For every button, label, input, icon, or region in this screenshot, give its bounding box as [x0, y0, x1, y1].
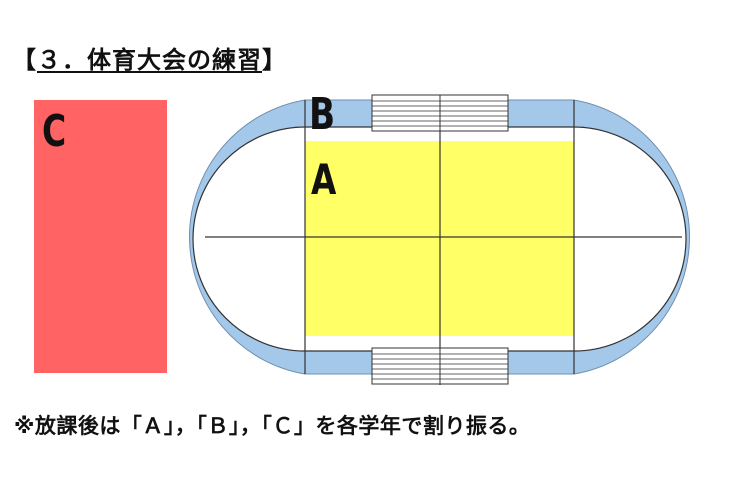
zone-a-label: A	[311, 155, 336, 204]
footer-note: ※放課後は「Ａ」，「Ｂ」，「Ｃ」を各学年で割り振る。	[14, 414, 531, 438]
zone-c-area: C	[34, 100, 167, 373]
zone-c-label: C	[42, 106, 67, 157]
bottom-stand	[371, 347, 509, 385]
top-stand	[371, 94, 509, 132]
zone-b-label: B	[309, 89, 335, 140]
heading-title: ３．体育大会の練習	[37, 46, 262, 74]
heading-close-bracket: 】	[262, 46, 287, 74]
section-heading: 【３．体育大会の練習】	[12, 40, 287, 75]
heading-open-bracket: 【	[12, 46, 37, 74]
